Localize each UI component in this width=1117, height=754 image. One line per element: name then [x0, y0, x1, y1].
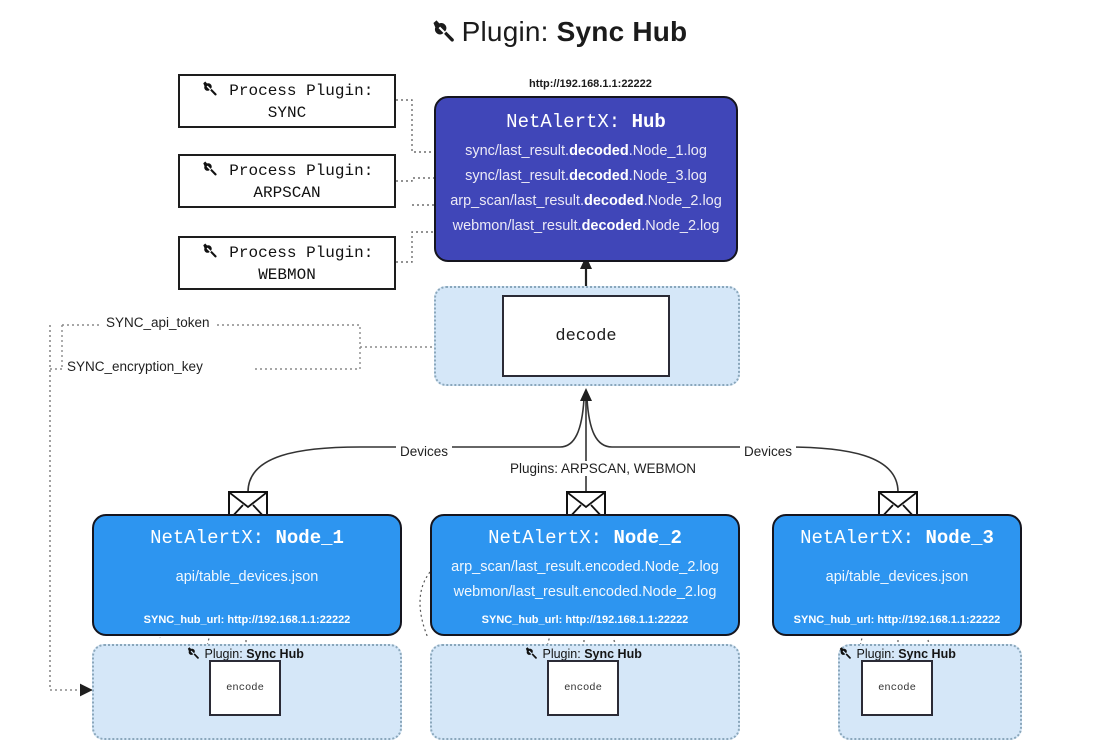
node-1[interactable]: NetAlertX: Node_1 api/table_devices.json…: [92, 514, 402, 636]
node-title: NetAlertX: Node_3: [800, 527, 994, 549]
encode-plugin-label-2: Plugin: Sync Hub: [524, 646, 642, 663]
encode-plugin-label-3: Plugin: Sync Hub: [838, 646, 956, 663]
node-footer: SYNC_hub_url: http://192.168.1.1:22222: [793, 614, 1001, 626]
node-3[interactable]: NetAlertX: Node_3 api/table_devices.json…: [772, 514, 1022, 636]
hub-title-name: Hub: [631, 111, 666, 133]
hub-log-line: sync/last_result.decoded.Node_3.log: [465, 168, 707, 184]
decode-box[interactable]: decode: [502, 295, 670, 377]
process-plugin-label: Process Plugin:: [229, 81, 374, 100]
node-footer: SYNC_hub_url: http://192.168.1.1:22222: [143, 614, 351, 626]
node-2[interactable]: NetAlertX: Node_2 arp_scan/last_result.e…: [430, 514, 740, 636]
node-title: NetAlertX: Node_1: [150, 527, 344, 549]
encode-box-3[interactable]: encode: [861, 660, 933, 716]
label-devices-right: Devices: [740, 444, 797, 459]
plug-icon: [201, 243, 228, 264]
process-plugin-webmon[interactable]: Process Plugin: WEBMON: [178, 236, 396, 290]
plug-icon: [430, 18, 456, 51]
label-sync-api-token: SYNC_api_token: [102, 315, 214, 330]
label-plugins-center: Plugins: ARPSCAN, WEBMON: [506, 461, 701, 476]
plug-icon: [201, 161, 228, 182]
hub-log-line: arp_scan/last_result.decoded.Node_2.log: [450, 193, 722, 209]
encode-box-2[interactable]: encode: [547, 660, 619, 716]
plug-icon: [201, 81, 228, 102]
node-resource-line: arp_scan/last_result.encoded.Node_2.log: [451, 559, 719, 575]
node-resource-line: api/table_devices.json: [175, 569, 319, 585]
process-plugin-name: SYNC: [267, 103, 307, 122]
process-plugin-name: WEBMON: [258, 265, 316, 284]
hub-node[interactable]: NetAlertX: Hub sync/last_result.decoded.…: [434, 96, 738, 262]
node-resource-line: api/table_devices.json: [825, 569, 969, 585]
plug-icon: [838, 647, 855, 663]
page-title: Plugin: Sync Hub: [0, 16, 1117, 51]
process-plugin-arpscan[interactable]: Process Plugin: ARPSCAN: [178, 154, 396, 208]
encode-plugin-label-1: Plugin: Sync Hub: [186, 646, 304, 663]
process-plugin-label: Process Plugin:: [229, 161, 374, 180]
title-plugin-name: Sync Hub: [556, 16, 688, 47]
process-plugin-sync[interactable]: Process Plugin: SYNC: [178, 74, 396, 128]
hub-log-line: webmon/last_result.decoded.Node_2.log: [452, 218, 720, 234]
hub-log-line: sync/last_result.decoded.Node_1.log: [465, 143, 707, 159]
process-plugin-name: ARPSCAN: [253, 183, 321, 202]
node-title: NetAlertX: Node_2: [488, 527, 682, 549]
encode-box-1[interactable]: encode: [209, 660, 281, 716]
label-sync-encryption-key: SYNC_encryption_key: [63, 359, 207, 374]
node-resource-line: webmon/last_result.encoded.Node_2.log: [453, 584, 717, 600]
label-devices-left: Devices: [396, 444, 453, 459]
process-plugin-label: Process Plugin:: [229, 243, 374, 262]
hub-url-label: http://192.168.1.1:22222: [529, 78, 652, 90]
title-prefix: Plugin:: [461, 16, 549, 47]
node-footer: SYNC_hub_url: http://192.168.1.1:22222: [481, 614, 689, 626]
hub-title-prefix: NetAlertX:: [506, 111, 621, 133]
plug-icon: [186, 647, 203, 663]
plug-icon: [524, 647, 541, 663]
hub-title: NetAlertX: Hub: [436, 111, 736, 133]
